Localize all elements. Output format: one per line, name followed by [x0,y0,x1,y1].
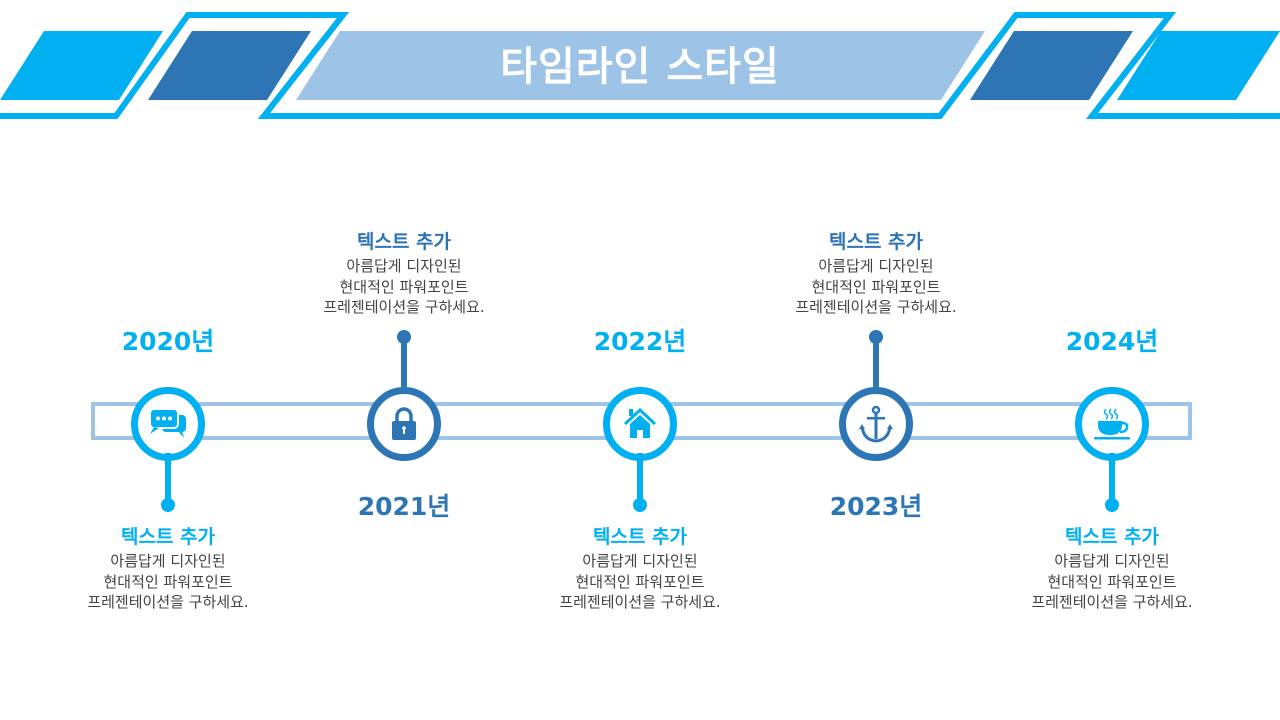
timeline-node [839,387,913,461]
year-label: 2022년 [593,327,687,356]
header-banner [0,12,1280,119]
block-line: 프레젠테이션을 구하세요. [559,593,721,611]
block-line: 현대적인 파워포인트 [575,572,705,591]
block-line: 아름답게 디자인된 [346,257,462,275]
connector-stem [165,453,171,503]
chat-icon [149,408,186,438]
block-line: 프레젠테이션을 구하세요. [795,298,957,316]
connector-stem [873,337,879,387]
timeline-node [367,387,441,461]
deco-parallelogram [148,31,311,100]
text-block: 텍스트 추가 아름답게 디자인된 현대적인 파워포인트 프레젠테이션을 구하세요… [38,522,298,613]
block-line: 아름답게 디자인된 [110,552,226,570]
year-label: 2020년 [121,327,215,356]
block-title: 텍스트 추가 [120,526,215,548]
block-line: 프레젠테이션을 구하세요. [323,298,485,316]
block-line: 아름답게 디자인된 [582,552,698,570]
connector-dot [161,498,175,512]
text-block: 텍스트 추가 아름답게 디자인된 현대적인 파워포인트 프레젠테이션을 구하세요… [746,227,1006,318]
year-label: 2024년 [1065,327,1159,356]
block-line: 아름답게 디자인된 [818,257,934,275]
timeline-node [603,387,677,461]
timeline-node [131,387,205,461]
connector-stem [637,453,643,503]
page-title: 타임라인 스타일 [500,44,780,90]
block-line: 프레젠테이션을 구하세요. [1031,593,1193,611]
text-block: 텍스트 추가 아름답게 디자인된 현대적인 파워포인트 프레젠테이션을 구하세요… [510,522,770,613]
block-title: 텍스트 추가 [828,231,923,253]
text-block: 텍스트 추가 아름답게 디자인된 현대적인 파워포인트 프레젠테이션을 구하세요… [982,522,1242,613]
deco-parallelogram [0,31,163,100]
connector-stem [1109,453,1115,503]
home-icon [623,407,657,438]
block-line: 현대적인 파워포인트 [811,277,941,296]
timeline-node [1075,387,1149,461]
anchor-icon [859,405,893,443]
connector-dot [633,498,647,512]
block-title: 텍스트 추가 [1064,526,1159,548]
text-block: 텍스트 추가 아름답게 디자인된 현대적인 파워포인트 프레젠테이션을 구하세요… [274,227,534,318]
year-label: 2021년 [357,492,451,521]
block-title: 텍스트 추가 [592,526,687,548]
deco-frame-line [0,12,1280,119]
coffee-icon [1094,408,1130,440]
connector-dot [1105,498,1119,512]
deco-parallelogram [1117,31,1280,100]
year-label: 2023년 [829,492,923,521]
block-line: 현대적인 파워포인트 [103,572,233,591]
title-band [296,31,985,100]
block-line: 프레젠테이션을 구하세요. [87,593,249,611]
block-line: 현대적인 파워포인트 [1047,572,1177,591]
deco-parallelogram [970,31,1133,100]
block-line: 현대적인 파워포인트 [339,277,469,296]
block-title: 텍스트 추가 [356,231,451,253]
lock-icon [392,407,416,440]
block-line: 아름답게 디자인된 [1054,552,1170,570]
connector-stem [401,337,407,387]
